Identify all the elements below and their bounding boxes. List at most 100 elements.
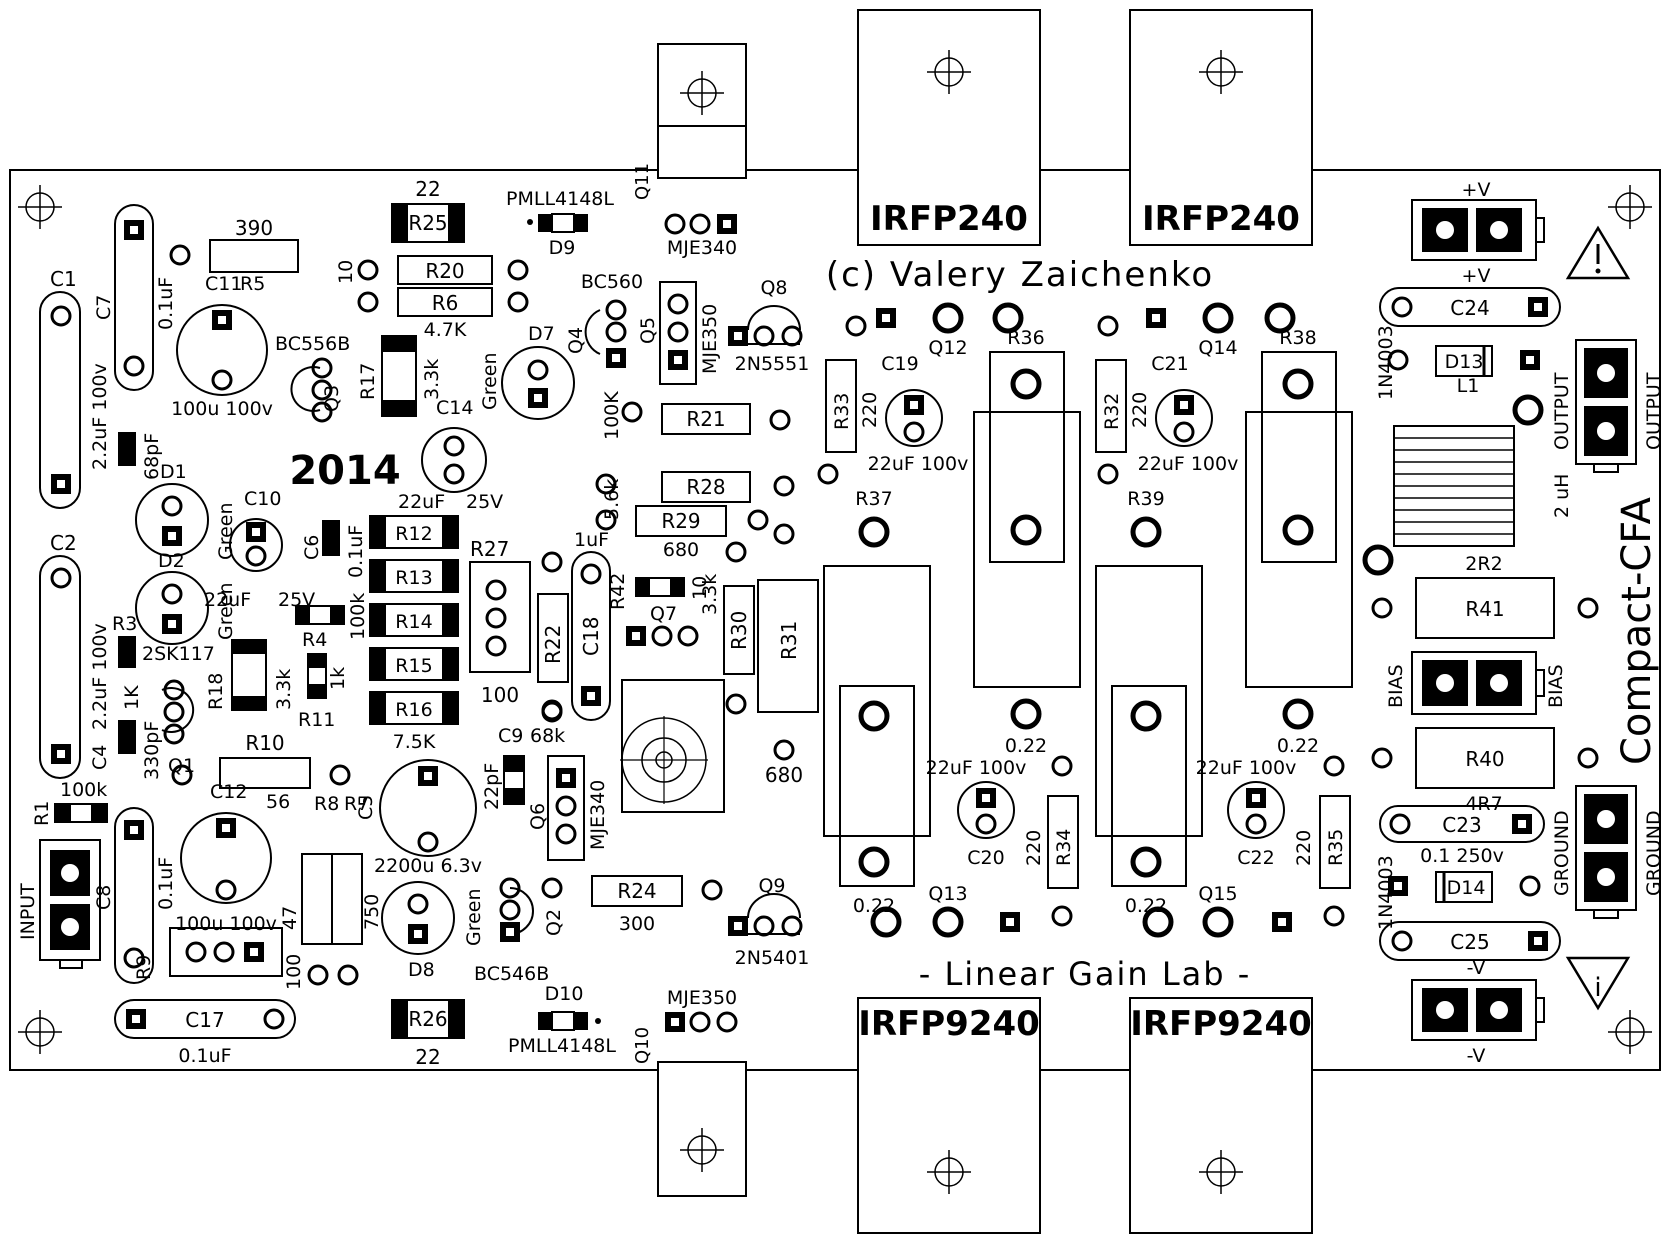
value-label: 100u 100v xyxy=(171,398,273,420)
resistor-r24: R24 300 xyxy=(591,875,683,935)
ref-label: C23 xyxy=(1442,813,1481,837)
mosfet-q14-outline: IRFP240 xyxy=(1129,9,1313,246)
pad-icon xyxy=(747,509,769,531)
connector-vplus[interactable]: +V +V xyxy=(1411,179,1545,287)
part-label: 1N4003 xyxy=(1375,325,1397,400)
capacitor-c8: C8 0.1uF R9 xyxy=(93,807,177,984)
ref-label: C14 xyxy=(436,397,473,419)
ref-label: R22 xyxy=(541,625,565,664)
value-label: 22 xyxy=(415,177,440,201)
resistor-r42: R42 10 3.3k xyxy=(607,573,721,615)
transistor-q6: Q6 MJE340 xyxy=(527,755,609,861)
ref-label: R42 xyxy=(607,573,629,610)
ref-label: D1 xyxy=(160,461,187,483)
capacitor-c1: C1 2.2uF 100v xyxy=(39,267,111,509)
capacitor-c17: C17 0.1uF xyxy=(114,999,296,1067)
ref-label: R35 xyxy=(1325,829,1347,866)
ref-label: C8 xyxy=(93,885,115,910)
capacitor-c4-body xyxy=(118,720,136,754)
ref-label: C21 xyxy=(1151,353,1188,375)
connector-output[interactable]: OUTPUT OUTPUT xyxy=(1551,339,1665,473)
capacitor-c3: 68pF xyxy=(118,432,163,480)
diode-d14: D14 1N4003 xyxy=(1375,855,1541,930)
value-label: 2R2 xyxy=(1465,553,1502,575)
input-connector[interactable]: INPUT xyxy=(17,839,101,969)
value-label: 22uF 100v xyxy=(926,757,1027,779)
value-label: 3.3k xyxy=(273,669,295,710)
part-label: MJE340 xyxy=(587,780,609,850)
connector-label: GROUND xyxy=(1551,810,1573,896)
value-label: 390 xyxy=(235,216,273,240)
transistor-q5: MJE350 xyxy=(659,281,721,385)
pad-icon xyxy=(357,259,379,281)
value-label: 56 xyxy=(266,791,290,813)
value-label: 4.7K xyxy=(424,319,467,341)
connector-ground[interactable]: GROUND GROUND xyxy=(1551,785,1665,919)
value-label: 22uF 100v xyxy=(868,453,969,475)
transistor-q7: Q7 xyxy=(626,603,699,647)
value-label: 0.1uF xyxy=(178,1045,231,1067)
info-symbol: i xyxy=(1594,973,1601,1003)
ref-label: R34 xyxy=(1053,829,1075,866)
resistor-r18: R18 3.3k xyxy=(205,639,295,711)
ref-label: Q10 xyxy=(632,1027,653,1064)
connector-bias[interactable]: BIAS BIAS xyxy=(1385,651,1567,715)
value-label: 22 xyxy=(415,1045,440,1069)
part-label: BC556B xyxy=(275,333,350,355)
capacitor-c12: C12 100u 100v xyxy=(175,781,277,935)
value-label: 1K xyxy=(121,685,143,710)
resistor-r1: 100k R1 xyxy=(31,779,108,826)
value-label: 2.2uF 100v xyxy=(89,623,111,730)
led-d2: D2 Green xyxy=(135,550,237,645)
connector-vminus[interactable]: -V -V xyxy=(1411,957,1545,1067)
ref-label: D13 xyxy=(1445,351,1484,373)
pad-icon xyxy=(357,291,379,313)
color-label: Green xyxy=(215,582,237,640)
ref-label: C10 xyxy=(244,488,281,510)
ref-label: C20 xyxy=(967,847,1004,869)
ref-label: R26 xyxy=(408,1007,447,1031)
resistor-r28: R28 xyxy=(661,471,751,503)
value-label: 100 xyxy=(283,954,305,990)
value-label: 330pF xyxy=(141,721,163,780)
part-label: PMLL4148L xyxy=(506,188,614,210)
warning-triangle-icon xyxy=(1565,225,1631,280)
part-label: BC546B xyxy=(474,963,549,985)
product-name: Compact-CFA xyxy=(1614,496,1660,765)
capacitor-c5: R8 R7 C5 2200u 6.3v xyxy=(314,759,482,877)
ref-label: Q12 xyxy=(928,337,967,359)
part-label: BC560 xyxy=(581,271,643,293)
value-label: 220 xyxy=(1023,830,1045,866)
part-label: PMLL4148L xyxy=(508,1035,616,1057)
value-label: 10 xyxy=(335,260,357,284)
capacitor-c11: 100u 100v xyxy=(171,304,273,420)
ref-label: C7 xyxy=(93,295,115,320)
ref-label: R9 xyxy=(133,955,155,980)
pad-icon xyxy=(773,475,795,497)
value-label: 3.3k xyxy=(699,574,721,615)
color-label: Green xyxy=(463,888,485,946)
value-label: 100k xyxy=(347,593,369,640)
ref-label: R40 xyxy=(1465,747,1504,771)
value-label: 100 xyxy=(481,683,519,707)
capacitor-c24: C24 xyxy=(1379,287,1561,327)
mosfet-q15-outline: IRFP9240 xyxy=(1129,997,1313,1234)
value-label: 100u 100v xyxy=(175,913,277,935)
capacitor-c23: C23 0.1 250v xyxy=(1379,805,1545,867)
mosfet-q13-outline: IRFP9240 xyxy=(857,997,1041,1234)
ref-label: C9 xyxy=(498,725,523,747)
ref-label: R15 xyxy=(395,655,432,677)
value-label: 22uF 100v xyxy=(1196,757,1297,779)
ref-label: R20 xyxy=(425,259,464,283)
ref-label: R12 xyxy=(395,523,432,545)
driver-q11-outline: Q11 xyxy=(632,43,747,200)
value-label: 0.1uF xyxy=(155,277,177,330)
part-label: MJE350 xyxy=(667,987,737,1009)
trimpot-bias[interactable] xyxy=(620,679,725,813)
ref-label: R6 xyxy=(432,291,459,315)
board-outline xyxy=(9,169,1661,1071)
ref-label: C6 xyxy=(301,535,323,560)
ref-label: D10 xyxy=(545,983,584,1005)
resistor-r22: R22 xyxy=(537,593,569,683)
